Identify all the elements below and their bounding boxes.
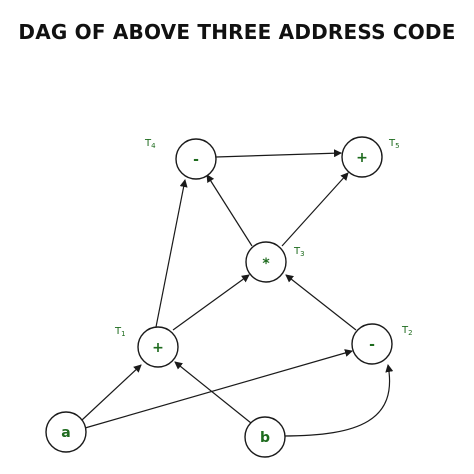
edge-t2-to-t3: [285, 274, 357, 331]
edge-a-to-t1: [81, 364, 142, 421]
node-t5: + T5: [341, 136, 400, 178]
edge-t1-to-t3: [172, 274, 250, 331]
node-b-label: b: [260, 430, 270, 446]
node-t4: - T4: [144, 138, 217, 180]
node-t2-label: -: [369, 337, 375, 353]
node-t5-tag: T5: [388, 138, 400, 150]
edge-b-to-t2: [282, 364, 394, 437]
edge-t4-to-t5: [215, 149, 342, 158]
node-t2: - T2: [351, 323, 413, 365]
node-a: a: [45, 411, 87, 453]
node-t1-tag: T1: [114, 326, 126, 338]
node-t4-label: -: [193, 152, 199, 168]
node-t3: * T3: [245, 241, 305, 283]
edge-a-to-t2: [84, 349, 353, 429]
node-t1: + T1: [114, 326, 179, 368]
node-t2-tag: T2: [401, 325, 413, 337]
node-b: b: [244, 416, 286, 458]
node-a-label: a: [61, 425, 70, 441]
node-t5-label: +: [356, 150, 368, 166]
node-t4-tag: T4: [144, 138, 156, 150]
node-t1-label: +: [152, 340, 164, 356]
edge-b-to-t1: [174, 361, 252, 424]
diagram-title: DAG OF ABOVE THREE ADDRESS CODE: [18, 20, 456, 44]
edge-t3-to-t5: [281, 172, 349, 247]
edge-t3-to-t4: [206, 174, 253, 247]
node-t3-tag: T3: [293, 246, 305, 258]
edges: [81, 149, 394, 437]
node-t3-label: *: [262, 256, 270, 272]
edge-t1-to-t4: [155, 179, 188, 328]
